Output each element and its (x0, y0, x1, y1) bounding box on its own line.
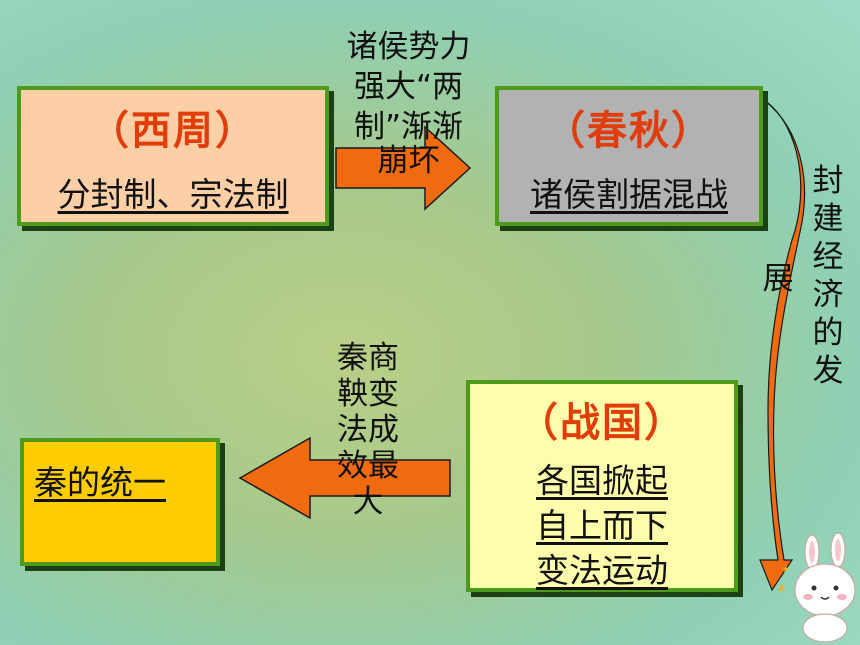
arrow3-line-5: 大 (352, 484, 384, 520)
arrow3-line-2: 鞅变 (337, 376, 399, 412)
arrow1-line-3: 制”渐渐 (353, 109, 464, 145)
arrow-zhou-to-chunqiu (335, 125, 472, 211)
arrow3-line-1: 秦商 (337, 340, 399, 376)
spring-autumn-text: 诸侯割据混战 (530, 175, 728, 214)
arrow3-caption: 秦商 鞅变 法成 效最 大 (326, 340, 410, 520)
arrow-chunqiu-to-zhanguo (759, 99, 806, 592)
arrow1-line-4: 崩坏 (377, 143, 440, 179)
arrow1-line-1: 诸侯势力 (346, 29, 471, 65)
arrow2-side-char: 展 (762, 261, 794, 297)
western-zhou-box: （西周） 分封制、宗法制 (17, 86, 329, 226)
warring-states-line-1: 各国掀起 (536, 461, 668, 500)
spring-autumn-box: （春秋） 诸侯割据混战 (495, 86, 763, 226)
arrow-zhanguo-to-qin (238, 436, 451, 520)
arrow3-line-4: 效最 (337, 448, 399, 484)
arrow1-caption: 诸侯势力 强大“两 制”渐渐 崩坏 (336, 27, 481, 181)
western-zhou-title: （西周） (89, 108, 257, 154)
warring-states-line-2: 自上而下 (536, 506, 668, 545)
warring-states-box: （战国） 各国掀起 自上而下 变法运动 (466, 380, 738, 592)
western-zhou-text: 分封制、宗法制 (57, 175, 289, 214)
arrow2-vertical-caption: 封建经济的发 (812, 163, 844, 389)
qin-unification-box: 秦的统一 (20, 438, 220, 566)
warring-states-title: （战国） (518, 400, 686, 446)
spring-autumn-title: （春秋） (545, 108, 713, 154)
arrow1-line-2: 强大“两 (353, 69, 464, 105)
qin-unification-text: 秦的统一 (34, 463, 166, 502)
warring-states-line-3: 变法运动 (536, 551, 668, 590)
arrow3-line-3: 法成 (337, 412, 399, 448)
